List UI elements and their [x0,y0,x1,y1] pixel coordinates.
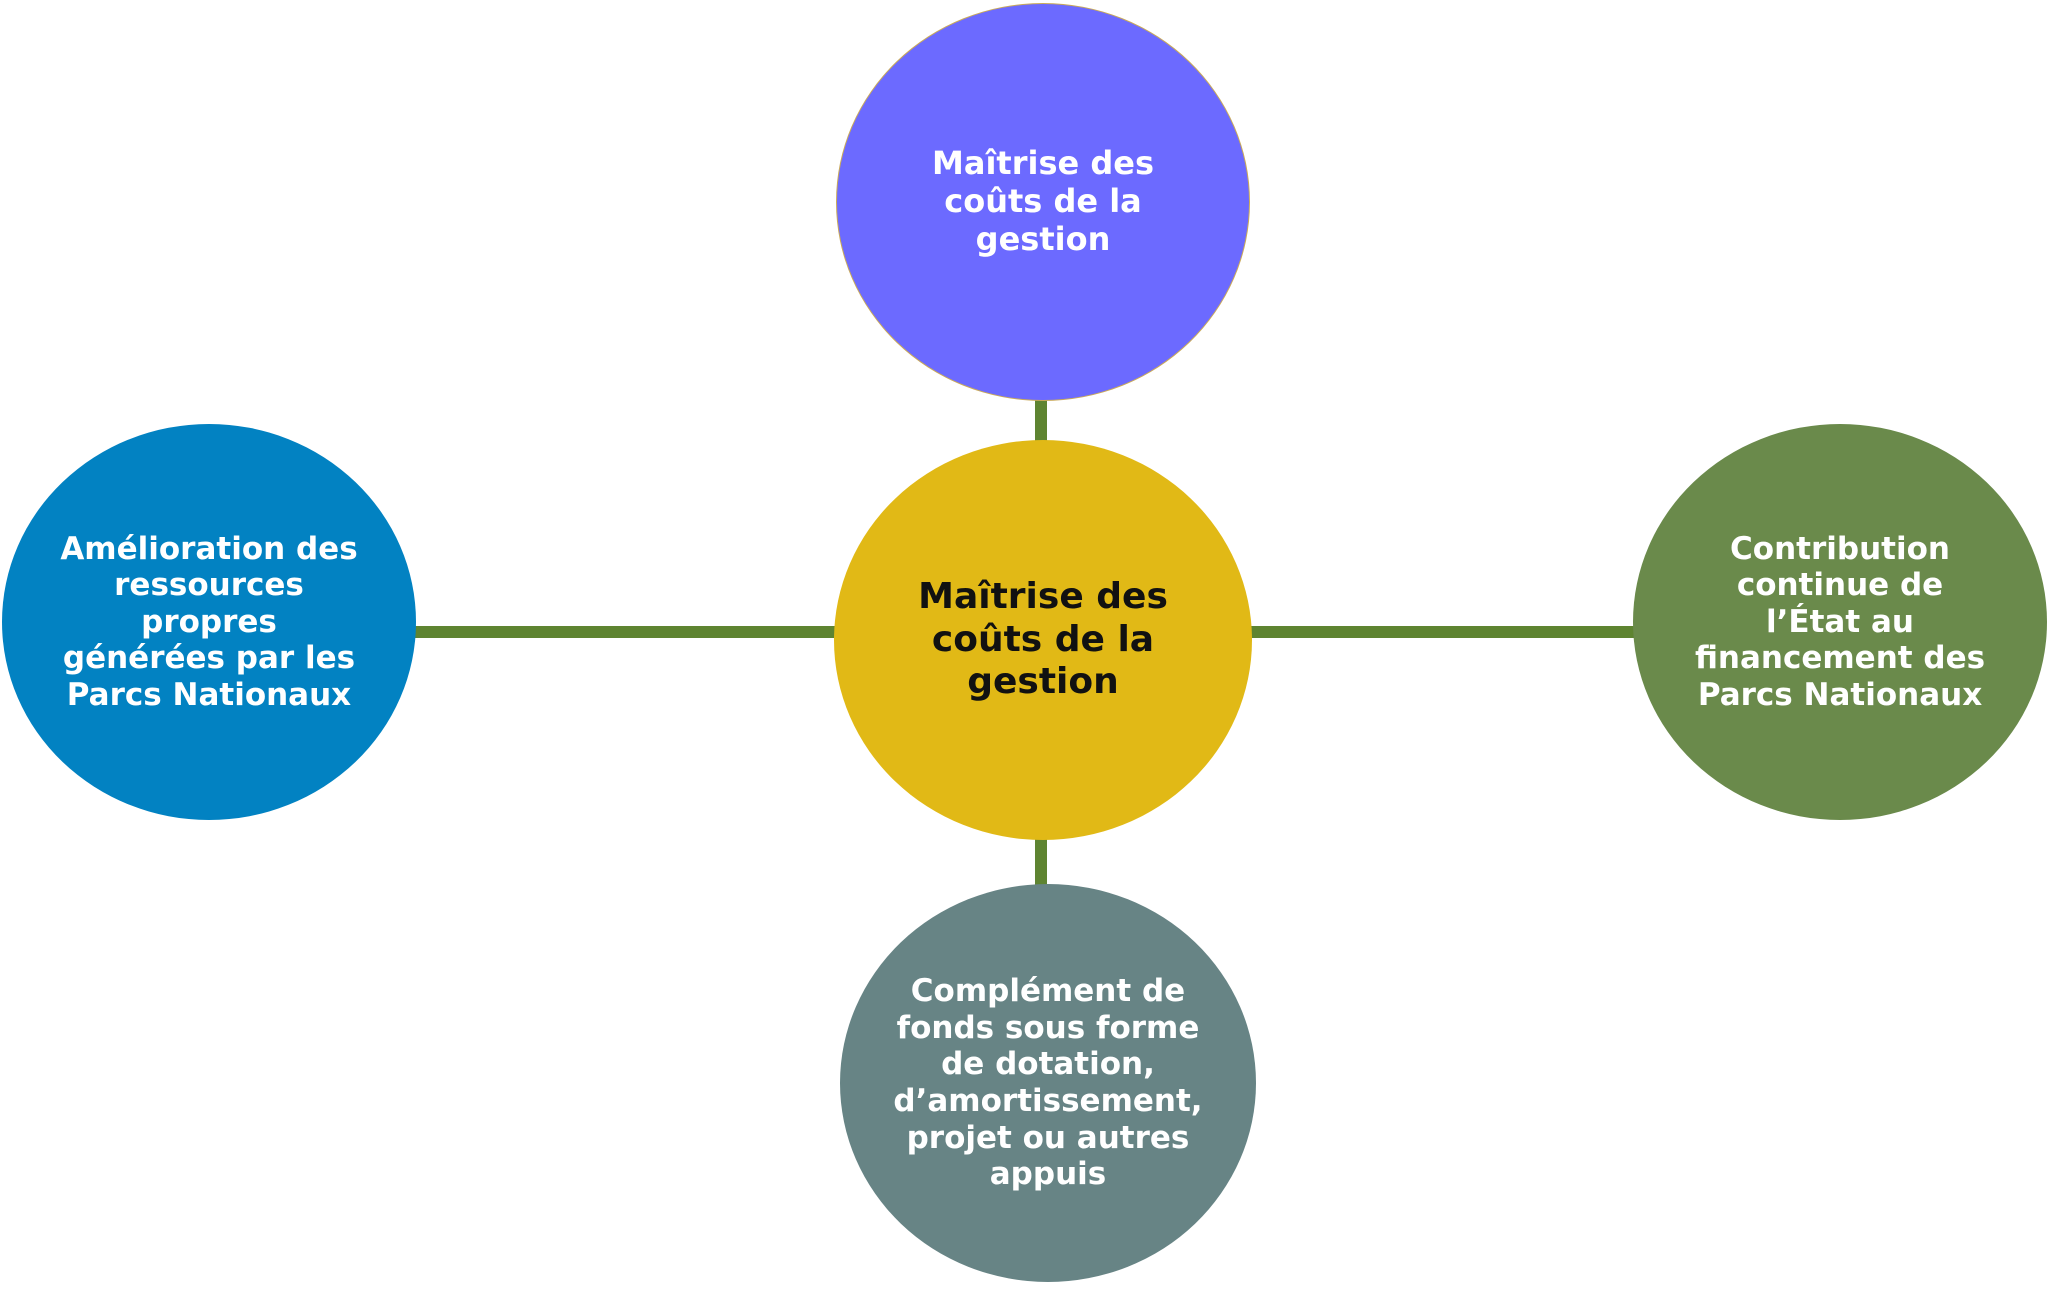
node-bottom-label: Complément de fonds sous forme de dotati… [893,973,1203,1193]
node-right-circle: Contribution continue de l’État au finan… [1633,424,2047,820]
node-right-label: Contribution continue de l’État au finan… [1694,530,1986,713]
node-left-circle: Amélioration des ressources propres géné… [2,424,416,820]
node-bottom-circle: Complément de fonds sous forme de dotati… [840,884,1256,1282]
node-top-label: Maîtrise des coûts de la gestion [932,144,1154,258]
node-center-label: Maîtrise des coûts de la gestion [918,576,1168,703]
node-top-circle: Maîtrise des coûts de la gestion [836,3,1250,401]
node-center-circle: Maîtrise des coûts de la gestion [834,440,1252,840]
node-left-label: Amélioration des ressources propres géné… [60,530,358,713]
